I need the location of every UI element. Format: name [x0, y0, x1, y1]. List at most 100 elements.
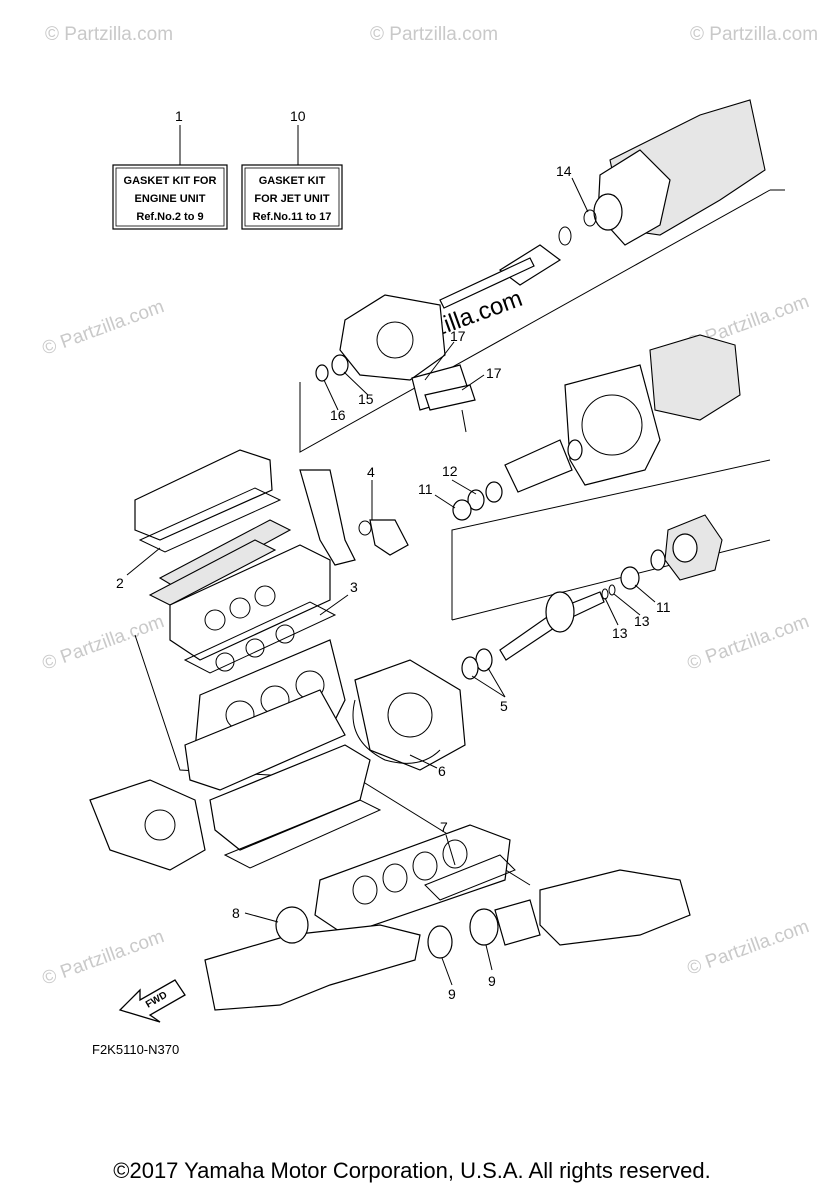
seal-ring — [593, 193, 623, 231]
kit-box-inner — [244, 167, 340, 227]
leader-line — [126, 547, 161, 576]
group-line — [451, 539, 771, 621]
cover-boss — [144, 809, 176, 841]
callout-5: 5 — [500, 698, 508, 714]
leader-line — [323, 379, 339, 411]
exhaust-gasket-9a — [469, 908, 499, 946]
leader-line — [487, 667, 506, 698]
fwd-arrow-icon — [118, 979, 186, 1023]
exhaust-gasket-8 — [275, 906, 309, 944]
fwd-arrow: FWD — [118, 979, 186, 1023]
leader-line — [244, 912, 279, 923]
housing-bore — [387, 692, 433, 738]
callout-8: 8 — [232, 905, 240, 921]
engine-lower — [89, 639, 382, 871]
leader-line — [343, 371, 369, 396]
manifold-port — [352, 875, 378, 905]
callout-4: 4 — [367, 464, 375, 480]
intermediate-housing — [339, 294, 446, 381]
callout-7: 7 — [440, 819, 448, 835]
ring — [567, 439, 583, 461]
duct-plate — [564, 364, 661, 486]
head-port — [229, 597, 251, 619]
oil-seal-11 — [452, 499, 472, 521]
callout-17a: 17 — [450, 328, 466, 344]
leader-line — [461, 374, 485, 391]
o-ring-14 — [583, 209, 597, 227]
gasket-kit-engine: 1 GASKET KIT FOR ENGINE UNIT Ref.No.2 to… — [112, 108, 228, 230]
callout-9b: 9 — [488, 973, 496, 989]
callout-15: 15 — [358, 391, 374, 407]
housing-bore — [672, 533, 698, 563]
leader-line — [445, 834, 456, 866]
timing-chain — [299, 469, 356, 566]
copyright-notice: ©2017 Yamaha Motor Corporation, U.S.A. A… — [113, 1158, 711, 1183]
watermark: © Partzilla.com — [690, 24, 818, 45]
leader-line — [441, 957, 453, 986]
oil-seal-12 — [485, 481, 503, 503]
head-gasket-3 — [183, 601, 337, 674]
callout-10: 10 — [290, 108, 306, 124]
callout-12: 12 — [442, 463, 458, 479]
jet-pump-housing — [315, 99, 766, 433]
figure-ref: F2K5110-N370 — [92, 1042, 179, 1057]
oil-seal-16 — [315, 364, 329, 382]
crankcase-upper — [184, 689, 346, 791]
kit-box — [112, 164, 228, 230]
liner — [504, 439, 573, 493]
engine-upper — [134, 449, 409, 674]
oil-seal-11b — [620, 566, 640, 590]
rear-housing — [354, 659, 466, 771]
bearing — [558, 226, 572, 246]
o-ring-13b — [601, 588, 609, 600]
watermark: © Partzilla.com — [40, 296, 167, 360]
callout-3: 3 — [350, 579, 358, 595]
manifold-port — [412, 851, 438, 881]
callouts: 2 3 4 5 6 7 8 9 9 11 11 12 13 13 14 15 — [116, 163, 671, 1002]
oil-seal-5b — [461, 656, 479, 680]
joint — [494, 899, 541, 946]
gasket-bore — [215, 652, 235, 672]
manifold-port — [442, 839, 468, 869]
jet-unit-middle — [452, 334, 741, 521]
callout-14: 14 — [556, 163, 572, 179]
bearing — [650, 549, 666, 571]
exhaust-gasket-9b — [427, 925, 453, 959]
leader-line — [451, 479, 477, 495]
kit-line-2: ENGINE UNIT — [135, 193, 206, 205]
watermark: © Partzilla.com — [685, 611, 812, 675]
bearing-housing — [461, 514, 723, 680]
oil-seal-15 — [331, 354, 349, 376]
rear-cover — [352, 659, 466, 771]
head-port — [204, 609, 226, 631]
cylinder-head — [169, 544, 331, 661]
watermark: © Partzilla.com — [40, 926, 167, 990]
kit-line-2: FOR JET UNIT — [254, 193, 329, 205]
leader-line — [409, 754, 438, 769]
callout-11b: 11 — [656, 599, 671, 615]
tensioner-gasket-4 — [358, 520, 372, 536]
watermark: © Partzilla.com — [370, 24, 498, 45]
exhaust-pipe — [204, 924, 421, 1011]
leader-line — [613, 593, 641, 616]
watermark: © Partzilla.com — [685, 916, 812, 980]
manifold-gasket-7 — [424, 854, 516, 901]
camshaft-2 — [148, 539, 277, 606]
kit-line-3: Ref.No.11 to 17 — [253, 211, 332, 223]
kit-box — [241, 164, 343, 230]
gasket-6 — [352, 699, 441, 764]
kit-box-inner — [115, 167, 225, 227]
callout-11a: 11 — [418, 481, 433, 497]
kit-line-1: GASKET KIT — [259, 175, 326, 187]
duct-bore — [581, 394, 643, 456]
gasket-bore — [275, 624, 295, 644]
chain-tensioner — [369, 519, 409, 556]
gasket-bore — [245, 638, 265, 658]
leader-line — [485, 944, 493, 971]
watermark: © Partzilla.com — [45, 24, 173, 45]
exhaust-group — [204, 824, 691, 1011]
callout-17b: 17 — [486, 365, 502, 381]
o-ring-13a — [608, 584, 616, 596]
water-lock — [539, 869, 691, 946]
